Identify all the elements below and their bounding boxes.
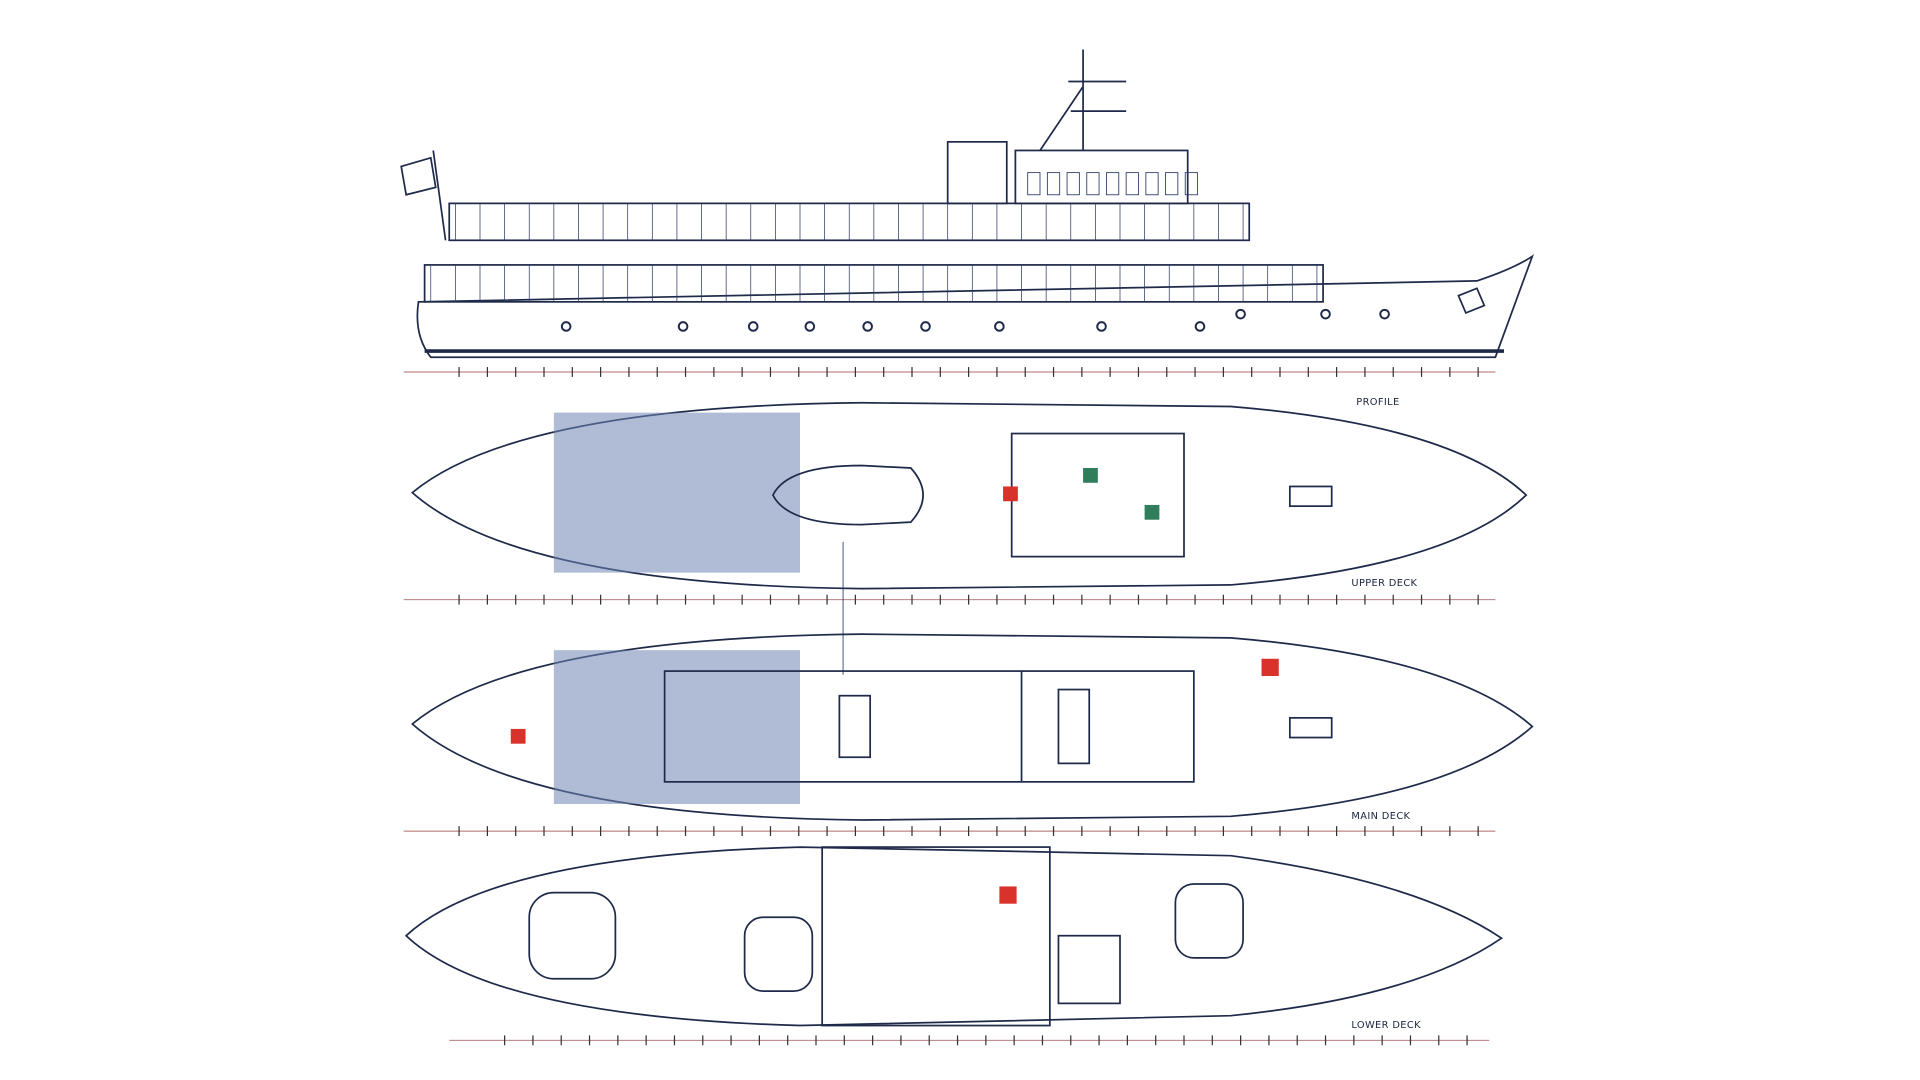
window [1184, 172, 1198, 196]
porthole [1096, 321, 1107, 332]
equipment-red-icon [1003, 486, 1018, 502]
main-deck-hull [410, 633, 1534, 821]
teak-deck-area [553, 412, 800, 573]
lower-deck-hull [404, 846, 1504, 1027]
engine-room [821, 846, 1051, 1027]
equipment-red-icon [999, 886, 1017, 904]
hull-profile [416, 254, 1535, 359]
scale-bar-upper-deck [403, 594, 1496, 605]
flag-icon [400, 150, 447, 241]
main-deck-view: MAIN DECK [403, 633, 1534, 836]
scale-bar-profile [403, 367, 1496, 377]
window [1165, 172, 1179, 196]
sofa [838, 694, 872, 759]
porthole [994, 321, 1005, 332]
cabin-forward [528, 891, 617, 980]
wheelhouse [1014, 149, 1189, 205]
window [1145, 172, 1159, 196]
equipment-green-icon [1083, 468, 1098, 483]
scale-bar-lower-deck [449, 1035, 1490, 1046]
porthole [804, 321, 816, 332]
cabin [743, 916, 814, 992]
porthole [677, 321, 689, 332]
railings [430, 172, 1318, 302]
profile-label: PROFILE [1356, 397, 1399, 408]
portholes [560, 308, 1390, 332]
porthole [1320, 308, 1331, 320]
mast [1039, 49, 1127, 151]
porthole [862, 321, 873, 332]
porthole [1379, 308, 1390, 320]
dining-table [1057, 688, 1091, 765]
hatch [1288, 485, 1333, 508]
wheelhouse-plan [1010, 432, 1185, 558]
upper-deck-label: UPPER DECK [1351, 578, 1417, 589]
main-deck-label: MAIN DECK [1351, 811, 1410, 822]
equipment-green-icon [1144, 504, 1160, 520]
scale-bar-main-deck [403, 826, 1496, 836]
porthole [920, 321, 931, 332]
cabin [1057, 934, 1121, 1005]
window [1046, 172, 1061, 196]
window [1027, 172, 1041, 196]
teak-deck-area [553, 650, 800, 804]
tender-boat [771, 464, 924, 526]
window [1106, 172, 1120, 196]
cabin [1174, 883, 1244, 959]
upper-deck-view: UPPER DECK [403, 401, 1528, 605]
lower-deck-view: LOWER DECK [404, 846, 1504, 1046]
anchor-icon [1457, 287, 1486, 315]
porthole [1235, 308, 1246, 320]
profile-view: PROFILE [400, 49, 1535, 408]
funnel [946, 140, 1008, 205]
porthole [560, 321, 572, 332]
porthole [1194, 321, 1206, 332]
porthole [747, 321, 759, 332]
lower-deck-label: LOWER DECK [1351, 1020, 1421, 1031]
saloon [663, 670, 1195, 783]
hatch [1288, 716, 1333, 739]
window [1066, 172, 1080, 196]
window [1125, 172, 1139, 196]
window [1086, 172, 1100, 196]
equipment-red-icon [1261, 658, 1279, 676]
equipment-red-icon [510, 728, 526, 744]
